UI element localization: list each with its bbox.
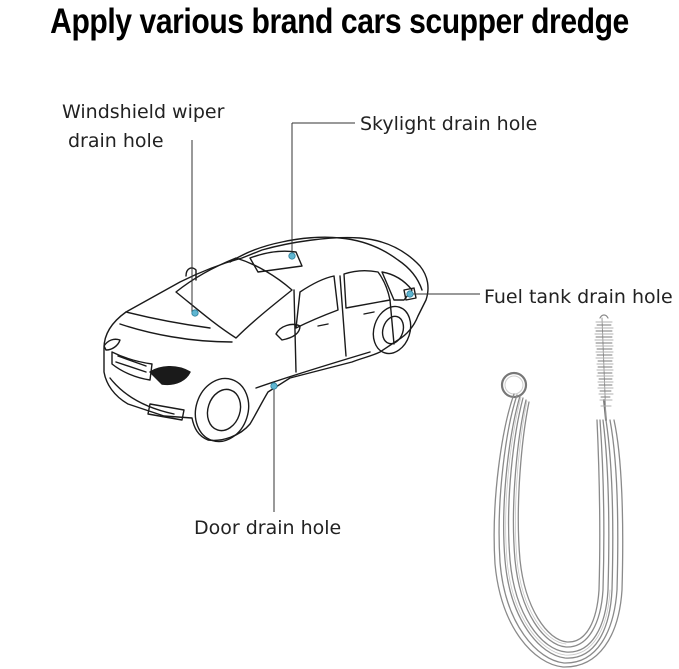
windshield-drain-marker [191, 309, 199, 317]
windshield-label-line2: drain hole [68, 130, 164, 153]
skylight-label: Skylight drain hole [360, 113, 538, 135]
page-title: Apply various brand cars scupper dredge [50, 2, 629, 41]
leader-lines [191, 122, 480, 512]
car-illustration [103, 236, 429, 443]
door-label: Door drain hole [194, 517, 342, 539]
fuel-tank-drain-marker [406, 290, 414, 298]
windshield-wiper-label: Windshield wiper drain hole [62, 98, 224, 157]
fuel-tank-label: Fuel tank drain hole [484, 286, 673, 308]
door-drain-marker [270, 382, 278, 390]
skylight-drain-marker [288, 252, 296, 260]
windshield-label-line1: Windshield wiper [62, 101, 225, 123]
drain-brush-tool-illustration [493, 314, 624, 668]
